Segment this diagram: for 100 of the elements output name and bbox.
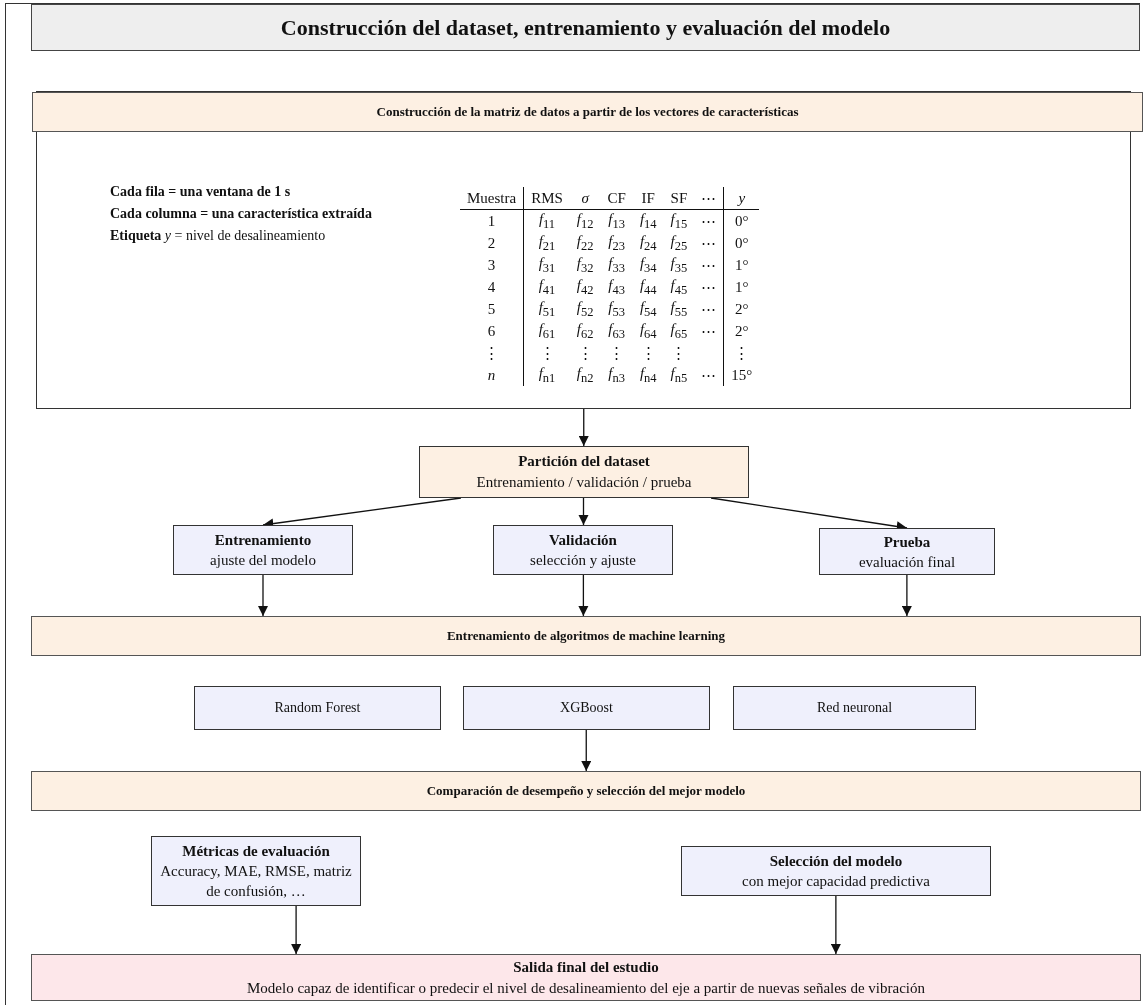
arrow bbox=[901, 574, 913, 617]
table-value: 2 bbox=[460, 232, 524, 254]
table-value: 6 bbox=[460, 320, 524, 342]
table-value: f$_{65}$ bbox=[669, 320, 689, 342]
table-value: ⋯ bbox=[694, 232, 724, 254]
column-header: ⋯ bbox=[694, 187, 724, 210]
panel-header: Construcción de la matriz de datos a partir de los vectores de características bbox=[32, 92, 1143, 132]
table-value: f$_{25}$ bbox=[669, 232, 689, 254]
table-value: f$_{24}$ bbox=[638, 232, 658, 254]
arrow bbox=[290, 905, 302, 955]
table-value: f$_{62}$ bbox=[575, 320, 595, 342]
table-value: f$_{45}$ bbox=[669, 276, 689, 298]
arrow bbox=[578, 408, 589, 447]
table-value: f$_{41}$ bbox=[523, 276, 570, 298]
table-value: ⋮ bbox=[460, 342, 524, 364]
note-text: Cada fila = una ventana de 1 s bbox=[110, 184, 291, 200]
box-heading: Validación bbox=[548, 531, 618, 550]
box-text: Comparación de desempeño y selección del mejor modelo bbox=[426, 783, 746, 799]
table-value: 15° bbox=[723, 364, 760, 386]
table-value: 4 bbox=[460, 276, 524, 298]
table-value: f$_{14}$ bbox=[632, 209, 664, 232]
table-value: ⋯ bbox=[694, 364, 724, 386]
table-value: f$_{12}$ bbox=[569, 209, 601, 232]
table-value: f$_{55}$ bbox=[669, 298, 689, 320]
column-header: RMS bbox=[523, 187, 570, 210]
arrow bbox=[257, 574, 269, 617]
table-value: 3 bbox=[460, 254, 524, 276]
table-value: f$_{53}$ bbox=[607, 298, 627, 320]
table-value: f$_{32}$ bbox=[575, 254, 595, 276]
column-header: σ bbox=[569, 187, 601, 210]
process-box bbox=[819, 528, 995, 575]
table-value: f$_{n1}$ bbox=[523, 364, 570, 386]
table-value: ⋮ bbox=[523, 342, 570, 364]
output-box bbox=[31, 954, 1141, 1001]
table-value: f$_{13}$ bbox=[600, 209, 633, 232]
table-value: ⋯ bbox=[694, 254, 724, 276]
stage-band bbox=[31, 616, 1141, 656]
table-value: f$_{23}$ bbox=[607, 232, 627, 254]
table-value: f$_{n5}$ bbox=[669, 364, 689, 386]
box-heading: Entrenamiento bbox=[213, 531, 313, 550]
column-header: Muestra bbox=[460, 187, 524, 210]
column-header: y bbox=[723, 187, 760, 210]
table-value: 5 bbox=[460, 298, 524, 320]
column-header: SF bbox=[663, 187, 695, 210]
diagram-frame bbox=[5, 3, 1140, 1005]
box-text: Random Forest bbox=[274, 700, 361, 716]
table-value: f$_{61}$ bbox=[523, 320, 570, 342]
column-header: IF bbox=[632, 187, 664, 210]
box-text: selección y ajuste bbox=[529, 551, 637, 570]
table-value: f$_{44}$ bbox=[638, 276, 658, 298]
arrow bbox=[830, 895, 842, 955]
box-heading: Métricas de evaluación bbox=[181, 842, 331, 861]
arrow bbox=[578, 574, 589, 617]
table-value: 0° bbox=[723, 209, 760, 232]
table-value: f$_{15}$ bbox=[663, 209, 695, 232]
table-value: f$_{22}$ bbox=[575, 232, 595, 254]
table-value: f$_{63}$ bbox=[607, 320, 627, 342]
table-value: 0° bbox=[723, 232, 760, 254]
process-box bbox=[681, 846, 991, 896]
table-value: f$_{34}$ bbox=[638, 254, 658, 276]
process-box bbox=[493, 525, 673, 575]
table-value: f$_{43}$ bbox=[607, 276, 627, 298]
note-text: Cada columna = una característica extraída bbox=[110, 206, 372, 222]
table-value: ⋯ bbox=[694, 209, 724, 232]
arrow bbox=[578, 497, 589, 526]
table-value: 2° bbox=[723, 298, 760, 320]
box-text: evaluación final bbox=[857, 552, 957, 572]
table-value: f$_{42}$ bbox=[575, 276, 595, 298]
table-value: f$_{n3}$ bbox=[607, 364, 627, 386]
table-value: ⋮ bbox=[670, 344, 688, 363]
table-value: f$_{33}$ bbox=[607, 254, 627, 276]
process-box bbox=[419, 446, 749, 498]
box-heading: Salida final del estudio bbox=[512, 957, 660, 977]
box-text: XGBoost bbox=[560, 700, 613, 716]
box-text: Modelo capaz de identificar o predecir el nivel de desalineamiento del eje a partir de nuevas señales de vibración bbox=[245, 978, 926, 998]
box-heading: Selección del modelo bbox=[768, 852, 904, 871]
box-text: Entrenamiento de algoritmos de machine learning bbox=[446, 628, 726, 644]
arrow bbox=[581, 729, 592, 772]
box-text: Red neuronal bbox=[817, 700, 892, 716]
table-value: n bbox=[460, 364, 524, 386]
box-text: Entrenamiento / validación / prueba bbox=[475, 473, 693, 492]
table-value: 2° bbox=[723, 320, 760, 342]
box-text: ajuste del modelo bbox=[209, 551, 317, 570]
table-value: f$_{54}$ bbox=[638, 298, 658, 320]
process-box bbox=[151, 836, 361, 906]
table-value: 1° bbox=[723, 254, 760, 276]
process-box bbox=[173, 525, 353, 575]
frame-label: Construcción del dataset, entrenamiento y evaluación del modelo bbox=[31, 4, 1140, 51]
algorithm-box bbox=[463, 686, 710, 730]
column-header: CF bbox=[600, 187, 633, 210]
stage-band bbox=[31, 771, 1141, 811]
table-value: f$_{35}$ bbox=[669, 254, 689, 276]
note-text: Etiqueta y = nivel de desalineamiento bbox=[110, 228, 326, 244]
table-value: ⋮ bbox=[608, 344, 626, 363]
box-heading: Partición del dataset bbox=[517, 452, 651, 471]
table-value: ⋮ bbox=[639, 344, 657, 363]
table-value: f$_{21}$ bbox=[523, 232, 570, 254]
table-value: ⋮ bbox=[576, 344, 594, 363]
algorithm-box bbox=[194, 686, 441, 730]
algorithm-box bbox=[733, 686, 976, 730]
